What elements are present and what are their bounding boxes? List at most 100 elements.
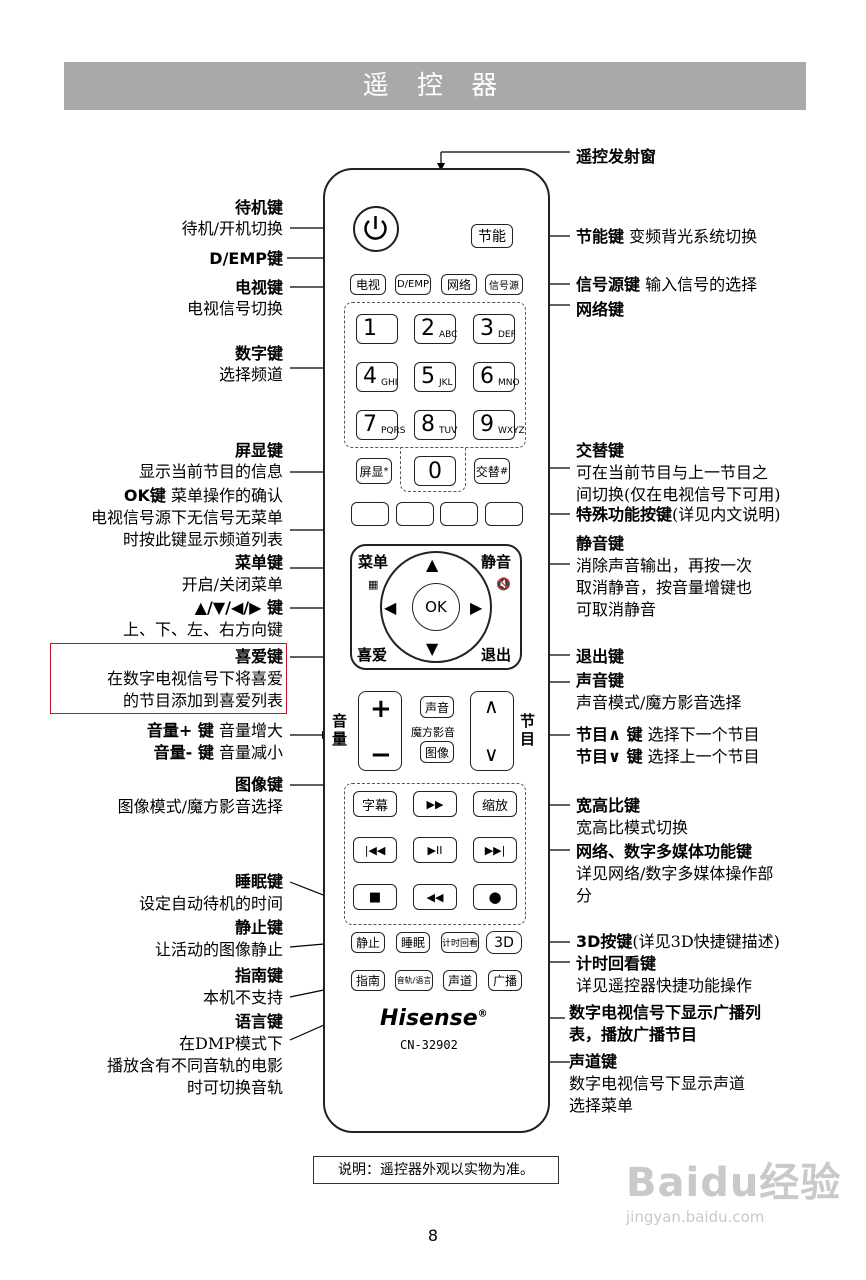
sleep-key[interactable]: 睡眠 (396, 932, 430, 953)
sound-key[interactable]: 声音 (420, 696, 454, 718)
power-icon (364, 216, 387, 240)
power-button[interactable] (353, 206, 399, 252)
chup-desc: 选择下一个节目 (647, 725, 760, 744)
timer-key[interactable]: 计时回看 (441, 932, 479, 953)
ok-line1: OK键 菜单操作的确认 (124, 485, 283, 506)
digit-title: 数字键 (234, 344, 283, 363)
threed-key[interactable]: 3D (486, 931, 522, 954)
lang-key[interactable]: 音轨/语言 (395, 970, 433, 991)
demp-key[interactable]: D/EMP (395, 274, 431, 295)
media-desc1: 详见网络/数字多媒体操作部 (576, 864, 774, 883)
up-arrow-icon[interactable]: ▲ (426, 555, 439, 574)
source-key[interactable]: 信号源 (485, 274, 523, 295)
digit-key-1[interactable]: 1 (356, 314, 398, 344)
right-arrow-icon[interactable]: ▶ (470, 598, 483, 617)
stop-key[interactable]: ■ (353, 884, 397, 910)
channel-rocker[interactable] (470, 691, 514, 771)
digit-label: 8 (421, 412, 435, 437)
next-key[interactable]: ▶▶| (473, 837, 517, 863)
digit-label: 4 (363, 364, 377, 389)
channel-up[interactable]: ∧ (484, 694, 499, 718)
source-line: 信号源键 输入信号的选择 (576, 274, 757, 295)
picture-key[interactable]: 图像 (420, 741, 454, 763)
chdown-line: 节目∨ 键 选择上一个节目 (576, 746, 760, 767)
play-pause-key[interactable]: ▶II (413, 837, 457, 863)
threed-desc: (详见3D快捷键描述) (632, 932, 780, 951)
broadcast-key[interactable]: 广播 (488, 970, 522, 991)
digit-label: 6 (480, 364, 494, 389)
media-title: 网络、数字多媒体功能键 (576, 842, 753, 861)
demp-title: D/EMP键 (209, 249, 283, 268)
special-title: 特殊功能按键 (576, 505, 673, 524)
freeze-desc: 让活动的图像静止 (154, 940, 283, 959)
digit-pad-frame (344, 302, 526, 448)
color-key-2[interactable] (396, 502, 434, 526)
swap-key[interactable]: 交替# (474, 458, 510, 484)
ok-desc3: 时按此键显示频道列表 (122, 530, 283, 549)
threed-line: 3D按键(详见3D快捷键描述) (576, 931, 780, 952)
chup-title: 节目∧ 键 (576, 725, 643, 744)
media-desc2: 分 (576, 886, 593, 905)
channel-down[interactable]: ∨ (484, 742, 499, 766)
volume-up[interactable]: + (370, 694, 392, 724)
color-key-4[interactable] (485, 502, 523, 526)
freeze-key[interactable]: 静止 (351, 932, 385, 953)
digit-desc: 选择频道 (218, 365, 283, 384)
color-key-1[interactable] (351, 502, 389, 526)
left-arrow-icon[interactable]: ◀ (384, 598, 397, 617)
mute-icon: 🔇 (496, 577, 511, 591)
network-title: 网络键 (576, 300, 625, 319)
exit-title: 退出键 (576, 647, 625, 666)
volup-line: 音量+ 键 音量增大 (147, 720, 283, 741)
brand-name: Hisense (380, 1006, 478, 1031)
volume-down[interactable]: − (370, 740, 392, 770)
channel-key[interactable]: 声道 (443, 970, 477, 991)
ok-key[interactable]: OK (412, 583, 460, 631)
source-desc: 输入信号的选择 (645, 275, 758, 294)
tv-key[interactable]: 电视 (350, 274, 386, 295)
display-key[interactable]: 屏显* (356, 458, 392, 484)
mofang-label: 魔方影音 (411, 726, 455, 739)
subtitle-key[interactable]: 字幕 (353, 791, 397, 817)
display-desc: 显示当前节目的信息 (138, 462, 283, 481)
arrows-title: ▲/▼/◀/▶ 键 (194, 598, 283, 617)
guide-key[interactable]: 指南 (351, 970, 385, 991)
digit-label: 7 (363, 412, 377, 437)
guide-desc: 本机不支持 (202, 988, 283, 1007)
volup-desc: 音量增大 (218, 721, 283, 740)
zero-key[interactable]: 0 (414, 456, 456, 486)
digit-label: 9 (480, 412, 494, 437)
aspect-title: 宽高比键 (576, 796, 641, 815)
digit-sub: WXYZ (498, 426, 525, 436)
record-key[interactable]: ● (473, 884, 517, 910)
network-key[interactable]: 网络 (441, 274, 477, 295)
fast-forward-key[interactable]: ▶▶ (413, 791, 457, 817)
special-line: 特殊功能按键(详见内文说明) (576, 504, 781, 525)
digit-sub: TUV (439, 426, 458, 436)
hash-symbol: # (499, 465, 509, 477)
source-title: 信号源键 (576, 275, 641, 294)
chdown-title: 节目∨ 键 (576, 747, 643, 766)
color-key-3[interactable] (440, 502, 478, 526)
menu-key[interactable]: 菜单 (358, 553, 389, 571)
volume-rocker[interactable] (358, 691, 402, 771)
energy-key[interactable]: 节能 (471, 224, 513, 248)
prev-key[interactable]: |◀◀ (353, 837, 397, 863)
down-arrow-icon[interactable]: ▼ (426, 639, 439, 658)
rewind-key[interactable]: ◀◀ (413, 884, 457, 910)
mute-desc3: 可取消静音 (576, 600, 657, 619)
exit-key[interactable]: 退出 (481, 646, 512, 664)
mute-key[interactable]: 静音 (481, 553, 512, 571)
fav-key[interactable]: 喜爱 (357, 646, 388, 664)
watermark-url: jingyan.baidu.com (626, 1208, 765, 1226)
sleep-desc: 设定自动待机的时间 (138, 894, 283, 913)
zoom-key[interactable]: 缩放 (473, 791, 517, 817)
